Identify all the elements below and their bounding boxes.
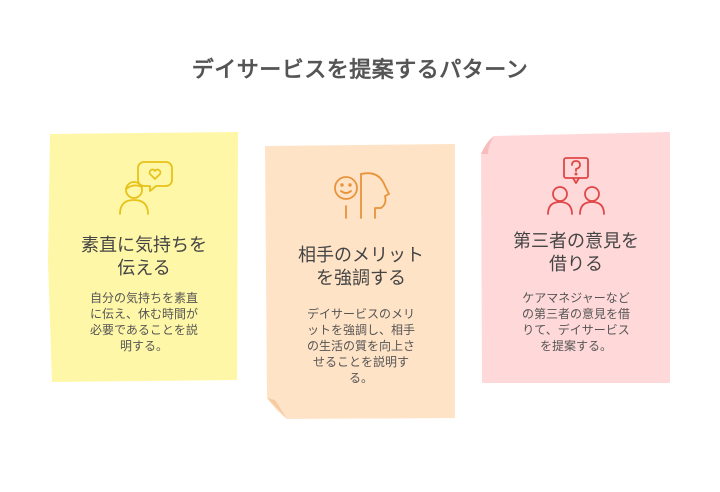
card-body-line: 必要であることを説 [90, 323, 198, 337]
card-heading-line: 伝える [117, 258, 171, 279]
card-emphasize-benefits: 相手のメリット を強調する デイサービスのメリ ットを強調し、相手 の生活の質を… [265, 144, 457, 420]
smiling-face-profile-icon [334, 172, 390, 219]
card-body-line: の第三者の意見を借 [521, 307, 630, 321]
card-body-line: ケアマネジャーなど [522, 291, 630, 305]
card-third-party-opinion: 第三者の意見を 借りる ケアマネジャーなど の第三者の意見を借 りて、デイサービ… [480, 132, 672, 384]
page-title: デイサービスを提案するパターン [191, 58, 529, 83]
card-heading-line: 素直に気持ちを [81, 235, 207, 256]
card-body-line: を提案する。 [539, 339, 612, 353]
two-people-question-bubble-icon [547, 157, 605, 215]
card-heading-line: 借りる [549, 254, 603, 275]
card-body-line: せることを説明す [312, 355, 409, 369]
card-body-line: に伝え、休む時間が [89, 307, 198, 321]
card-background [265, 144, 455, 419]
card-heading-line: 第三者の意見を [513, 231, 639, 252]
card-body-line: りて、デイサービス [522, 323, 630, 337]
card-body-line: 明する。 [119, 339, 168, 353]
card-body-line: デイサービスのメリ [306, 307, 415, 321]
person-heart-speech-bubble-icon [119, 161, 173, 215]
card-background [48, 132, 238, 382]
card-background [481, 132, 670, 383]
card-body-line: 自分の気持ちを素直 [89, 291, 198, 305]
card-body-line: の生活の質を向上さ [306, 339, 415, 353]
card-honest-feelings: 素直に気持ちを 伝える 自分の気持ちを素直 に伝え、休む時間が 必要であることを… [48, 132, 240, 384]
card-heading-line: を強調する [316, 268, 406, 289]
card-body-line: る。 [348, 371, 373, 385]
card-body-line: ットを強調し、相手 [306, 323, 415, 337]
card-heading-line: 相手のメリット [298, 245, 424, 266]
